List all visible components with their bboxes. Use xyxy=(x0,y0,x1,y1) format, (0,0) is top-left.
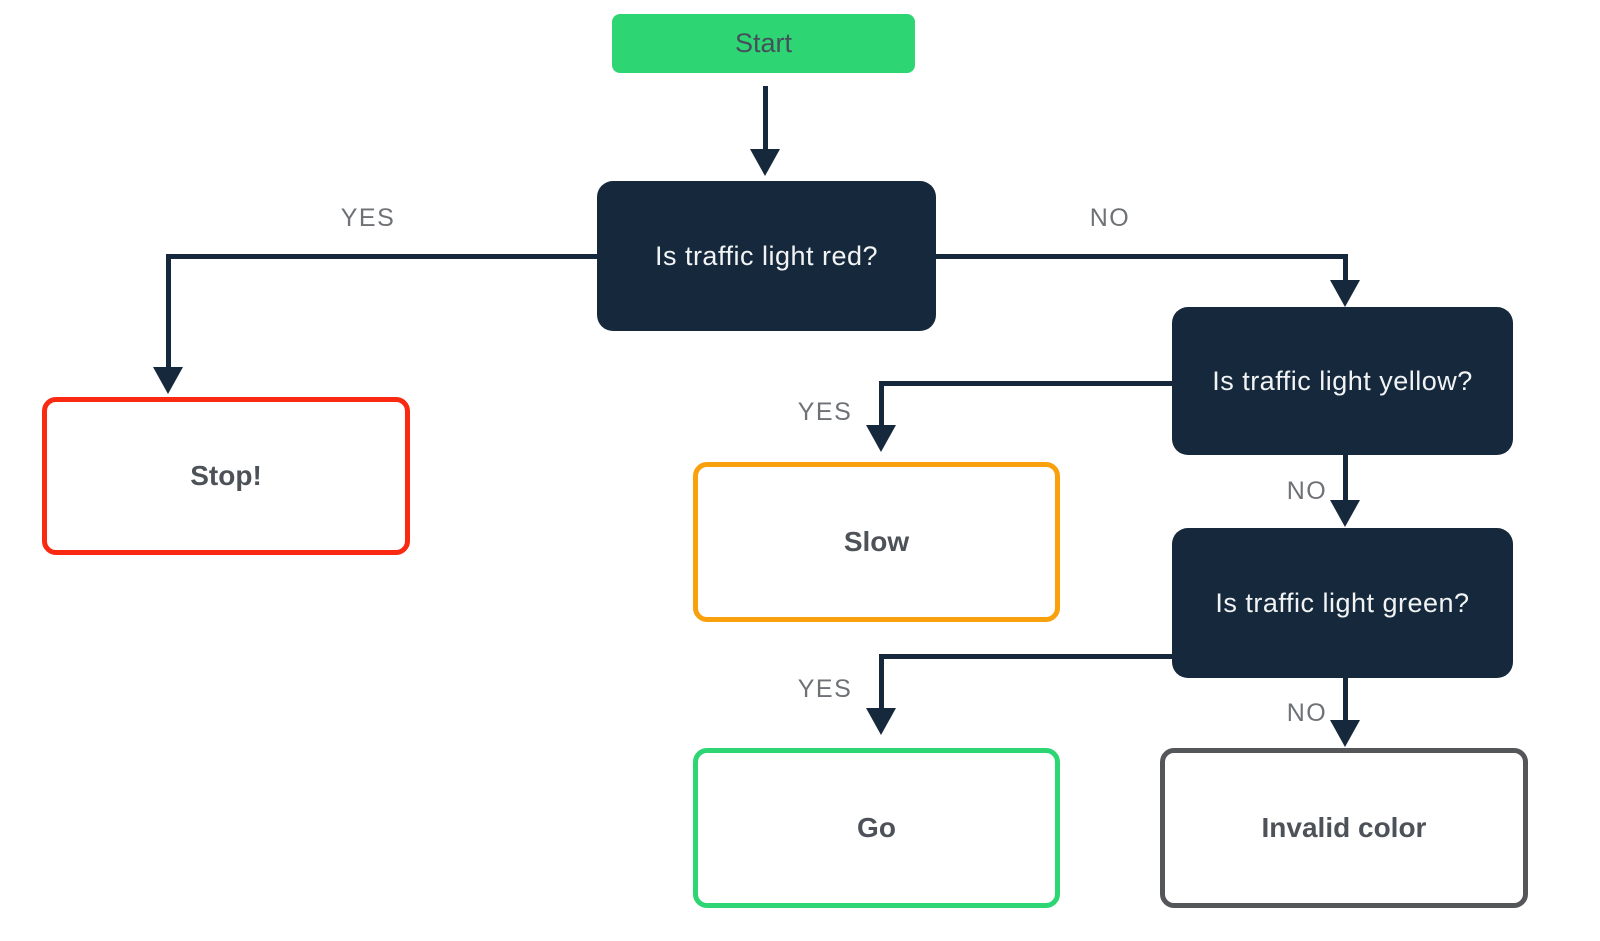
edge-green-yes-vline xyxy=(879,654,884,710)
edge-yellow-no-arrowhead-icon xyxy=(1330,500,1360,527)
edge-label-no-red: NO xyxy=(1089,204,1131,232)
node-question-yellow: Is traffic light yellow? xyxy=(1172,307,1513,455)
edge-red-no-arrowhead-icon xyxy=(1330,280,1360,307)
node-invalid-color: Invalid color xyxy=(1160,748,1528,908)
edge-start-to-red-line xyxy=(763,86,768,150)
node-go: Go xyxy=(693,748,1060,908)
node-slow: Slow xyxy=(693,462,1060,622)
edge-label-yes-yellow: YES xyxy=(797,398,853,426)
edge-label-yes-red: YES xyxy=(340,204,396,232)
node-invalid-color-label: Invalid color xyxy=(1261,812,1427,843)
edge-red-yes-arrowhead-icon xyxy=(153,367,183,394)
edge-label-no-green: NO xyxy=(1286,699,1328,727)
edge-green-no-vline xyxy=(1343,678,1348,722)
edge-start-to-red-arrowhead-icon xyxy=(750,149,780,176)
node-question-red: Is traffic light red? xyxy=(597,181,936,331)
edge-label-no-yellow: NO xyxy=(1286,477,1328,505)
node-question-red-label: Is traffic light red? xyxy=(654,240,879,271)
node-start: Start xyxy=(612,14,915,73)
edge-red-yes-hline xyxy=(166,254,597,259)
node-question-yellow-label: Is traffic light yellow? xyxy=(1212,365,1473,396)
edge-yellow-yes-arrowhead-icon xyxy=(866,425,896,452)
node-stop: Stop! xyxy=(42,397,410,555)
edge-red-yes-vline xyxy=(166,254,171,368)
node-question-green-label: Is traffic light green? xyxy=(1215,587,1470,618)
edge-green-no-arrowhead-icon xyxy=(1330,720,1360,747)
edge-red-no-vline xyxy=(1343,254,1348,282)
edge-red-no-hline xyxy=(936,254,1348,259)
edge-yellow-no-vline xyxy=(1343,455,1348,502)
edge-yellow-yes-vline xyxy=(879,381,884,427)
edge-green-yes-hline xyxy=(879,654,1172,659)
node-go-label: Go xyxy=(857,812,896,843)
node-slow-label: Slow xyxy=(843,526,910,557)
node-start-label: Start xyxy=(734,28,793,58)
edge-green-yes-arrowhead-icon xyxy=(866,708,896,735)
node-stop-label: Stop! xyxy=(190,460,262,491)
edge-yellow-yes-hline xyxy=(879,381,1172,386)
node-question-green: Is traffic light green? xyxy=(1172,528,1513,678)
edge-label-yes-green: YES xyxy=(797,675,853,703)
